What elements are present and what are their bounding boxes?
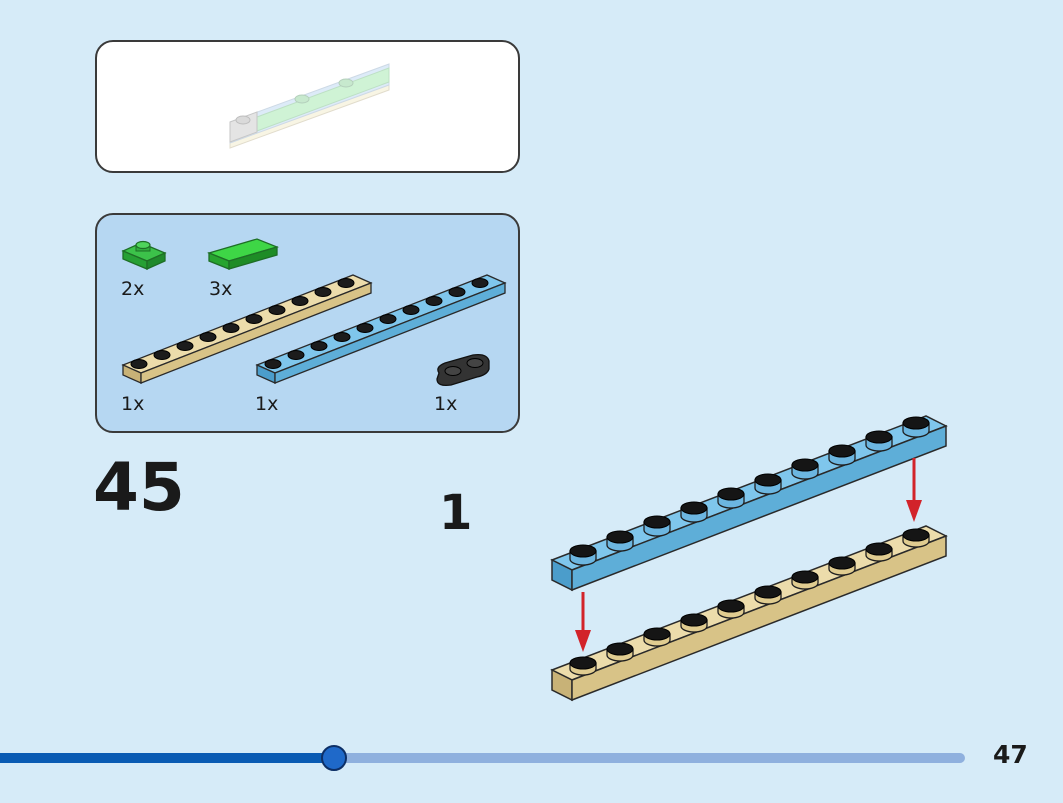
part-green-tile [207,238,279,270]
parts-list-panel: 2x 3x 1x 1x 1x [95,213,520,433]
substep-number: 1 [439,485,473,541]
progress-track [0,753,965,763]
progress-bar [0,742,965,774]
part-qty: 1x [121,393,145,415]
part-blue-plate [255,274,507,385]
part-qty: 1x [255,393,279,415]
progress-knob [320,745,347,771]
part-qty: 2x [121,278,145,300]
page-number: 47 [993,740,1028,769]
part-qty: 3x [209,278,233,300]
placement-arrows [575,458,922,652]
build-illustration [550,415,948,702]
preview-panel [95,40,520,173]
part-black-plate [436,353,490,387]
step-number: 45 [93,449,185,526]
part-green-round-plate [121,240,167,271]
part-tan-plate [121,274,373,385]
previous-assembly-preview [229,63,390,149]
progress-fill [0,753,334,763]
part-qty: 1x [434,393,458,415]
